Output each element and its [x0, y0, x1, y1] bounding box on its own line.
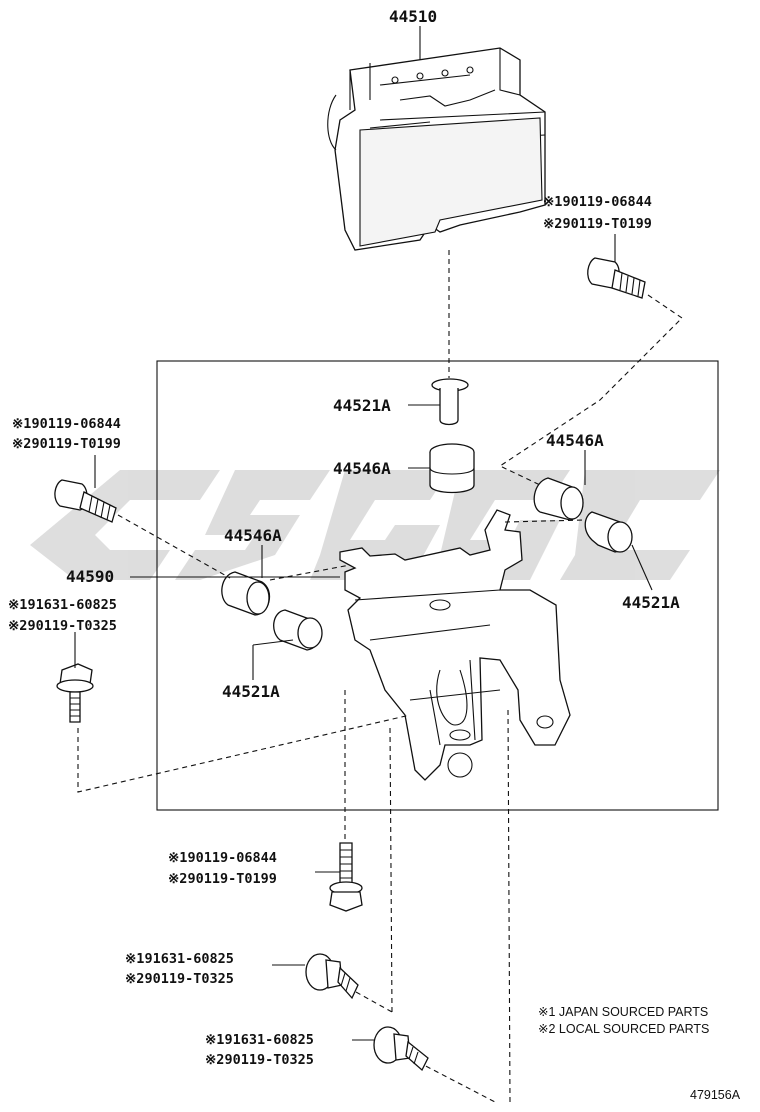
part-label-44546a-left: 44546A: [224, 526, 282, 545]
bolt-bottom-3: [373, 1026, 429, 1072]
bolt-left-upper: [54, 479, 117, 523]
part-label-44546a-right: 44546A: [546, 431, 604, 450]
bolt-bottom-2-line2: ※290119-T0325: [125, 971, 234, 987]
note-local-sourced: ※2 LOCAL SOURCED PARTS: [538, 1022, 709, 1036]
part-label-44590: 44590: [66, 567, 114, 586]
grommet-top: [429, 443, 475, 494]
bolt-bottom-3-line2: ※290119-T0325: [205, 1052, 314, 1068]
part-label-44546a-top: 44546A: [333, 459, 391, 478]
collar-right: [584, 511, 633, 553]
part-label-44521a-left: 44521A: [222, 682, 280, 701]
bolt-left-lower-line2: ※290119-T0325: [8, 618, 117, 634]
note-japan-sourced: ※1 JAPAN SOURCED PARTS: [538, 1005, 708, 1019]
bolt-top-right-line2: ※290119-T0199: [543, 216, 652, 232]
abs-actuator: [327, 47, 546, 251]
bolt-left-lower: [56, 663, 94, 723]
assembly-frame: [156, 360, 719, 811]
bolt-bottom-2: [305, 953, 359, 1000]
bolt-bottom-1: [329, 842, 363, 912]
part-label-44510: 44510: [389, 7, 437, 26]
bolt-left-lower-line1: ※191631-60825: [8, 597, 117, 613]
bolt-bottom-1-line2: ※290119-T0199: [168, 871, 277, 887]
grommet-left: [221, 571, 271, 616]
bolt-bottom-3-line1: ※191631-60825: [205, 1032, 314, 1048]
bolt-left-upper-line1: ※190119-06844: [12, 416, 121, 432]
bolt-left-upper-line2: ※290119-T0199: [12, 436, 121, 452]
mounting-bracket: [339, 509, 571, 781]
bolt-bottom-1-line1: ※190119-06844: [168, 850, 277, 866]
collar-left: [273, 609, 323, 651]
collar-top: [431, 378, 469, 426]
figure-id: 479156A: [690, 1088, 741, 1102]
bolt-bottom-2-line1: ※191631-60825: [125, 951, 234, 967]
grommet-right: [533, 477, 584, 521]
bolt-top-right: [587, 257, 646, 299]
part-label-44521a-top: 44521A: [333, 396, 391, 415]
bolt-top-right-line1: ※190119-06844: [543, 194, 652, 210]
part-label-44521a-right: 44521A: [622, 593, 680, 612]
